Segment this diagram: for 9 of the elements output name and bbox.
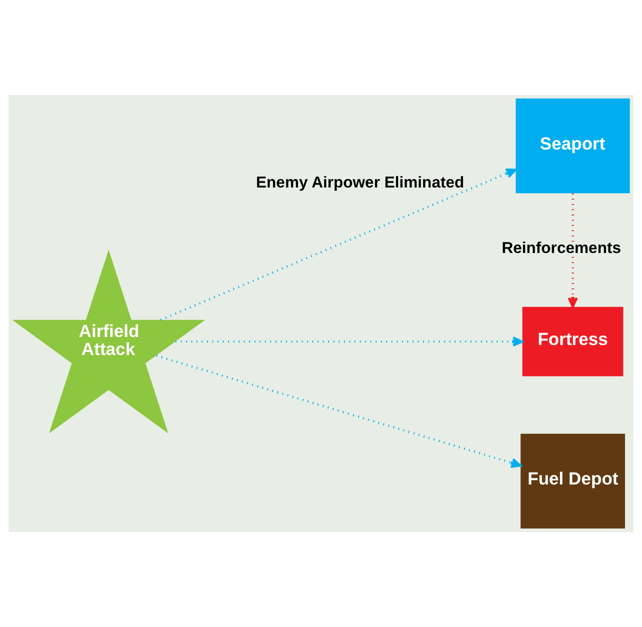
arrow xyxy=(176,336,524,347)
edge-label: Enemy Airpower Eliminated xyxy=(256,174,464,192)
arrow xyxy=(160,168,516,321)
node-box: Fortress xyxy=(522,306,624,376)
arrow xyxy=(568,194,578,308)
arrow xyxy=(156,354,522,468)
node-box: Seaport xyxy=(516,98,630,194)
node-box: Fuel Depot xyxy=(520,434,626,528)
edge-label: Reinforcements xyxy=(502,240,622,258)
